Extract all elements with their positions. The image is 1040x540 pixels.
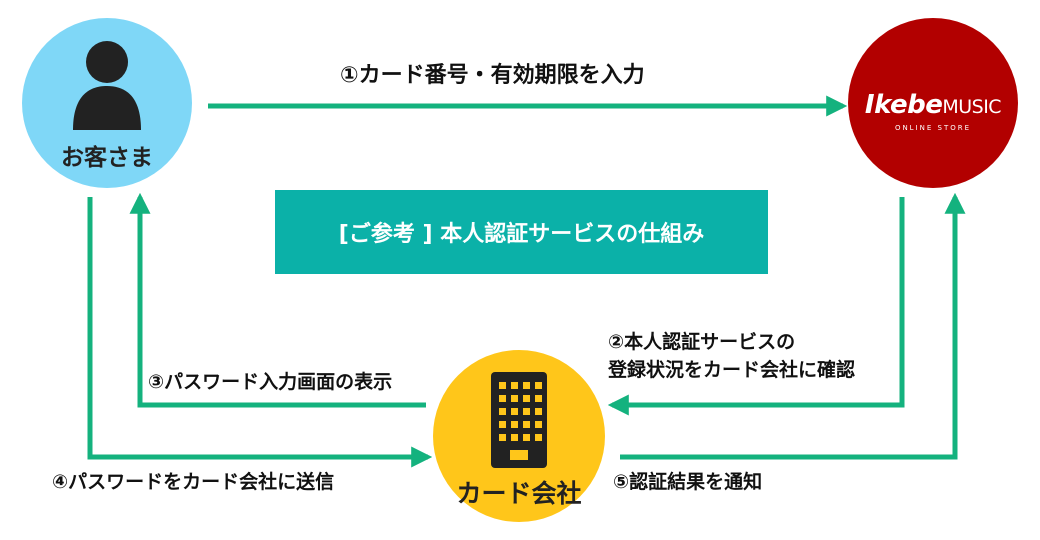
customer-node: お客さま [22, 18, 192, 188]
step4-label: ④パスワードをカード会社に送信 [52, 471, 335, 493]
store-node: IkebeMUSIC ONLINE STORE [848, 18, 1018, 188]
arrow-step5 [620, 192, 966, 460]
step3-label: ③パスワード入力画面の表示 [148, 371, 393, 393]
arrow-step2 [607, 197, 905, 416]
step5-label: ⑤認証結果を通知 [613, 471, 763, 493]
card-company-node: カード会社 [433, 350, 605, 522]
arrow-step3 [129, 192, 426, 408]
store-logo-music: MUSIC [942, 96, 1002, 118]
person-icon [73, 41, 141, 130]
step2-line2: 登録状況をカード会社に確認 [608, 359, 856, 381]
step1-label: ①カード番号・有効期限を入力 [340, 63, 645, 88]
customer-label: お客さま [61, 145, 153, 171]
store-logo: IkebeMUSIC [848, 90, 1018, 120]
store-logo-main: Ikebe [864, 90, 943, 120]
step2-label: ②本人認証サービスの 登録状況をカード会社に確認 [608, 328, 855, 384]
step2-line1: ②本人認証サービスの [608, 331, 796, 353]
building-icon [491, 372, 547, 468]
card-company-label: カード会社 [456, 479, 582, 508]
arrow-step4 [87, 197, 433, 468]
store-logo-sub: ONLINE STORE [894, 124, 972, 132]
diagram-title: [ご参考 ] 本人認証サービスの仕組み [275, 190, 768, 274]
